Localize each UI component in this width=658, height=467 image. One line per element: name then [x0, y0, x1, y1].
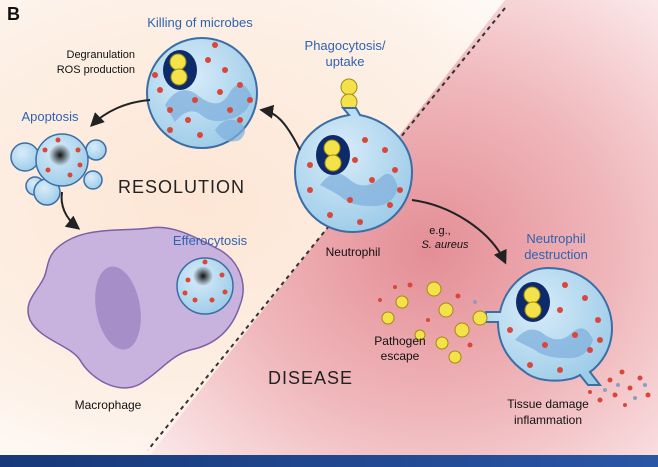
label-disease: DISEASE: [268, 368, 353, 388]
label-pathogen-line2: escape: [381, 349, 420, 363]
label-degranulation: Degranulation: [67, 49, 136, 61]
arrow-to-destruction: [411, 199, 507, 265]
label-destruction-line1: Neutrophil: [526, 231, 585, 246]
panel-letter: B: [7, 4, 20, 24]
label-macrophage: Macrophage: [75, 398, 142, 412]
label-tissue-line1: Tissue damage: [507, 397, 589, 411]
arrow-to-apoptosis: [90, 99, 151, 127]
label-resolution: RESOLUTION: [118, 177, 245, 197]
label-eg: e.g.,: [429, 225, 450, 237]
central-neutrophil: [293, 107, 414, 234]
label-destruction-line2: destruction: [524, 247, 588, 262]
engulfed-neutrophil: [176, 257, 234, 315]
label-ros: ROS production: [57, 64, 135, 76]
label-efferocytosis: Efferocytosis: [173, 233, 248, 248]
released-granules: [378, 282, 651, 407]
label-apoptosis: Apoptosis: [21, 109, 79, 124]
lysing-neutrophil: [485, 266, 614, 386]
arrow-to-macrophage: [60, 191, 81, 230]
label-pathogen-line1: Pathogen: [374, 334, 425, 348]
killing-cell: [146, 37, 258, 149]
apoptotic-cell: [10, 133, 107, 206]
incoming-microbes: [340, 78, 358, 111]
label-neutrophil: Neutrophil: [326, 245, 381, 259]
released-debris: [473, 300, 647, 400]
label-killing: Killing of microbes: [147, 15, 253, 30]
label-saureus: S. aureus: [421, 239, 469, 251]
zone-divider: [147, 7, 506, 451]
label-phagocytosis-line1: Phagocytosis/: [305, 38, 386, 53]
escaping-pathogens: [381, 281, 488, 364]
arrow-to-killing: [259, 104, 301, 151]
footer-bar: [0, 455, 658, 467]
label-phagocytosis-line2: uptake: [325, 54, 364, 69]
label-tissue-line2: inflammation: [514, 413, 582, 427]
